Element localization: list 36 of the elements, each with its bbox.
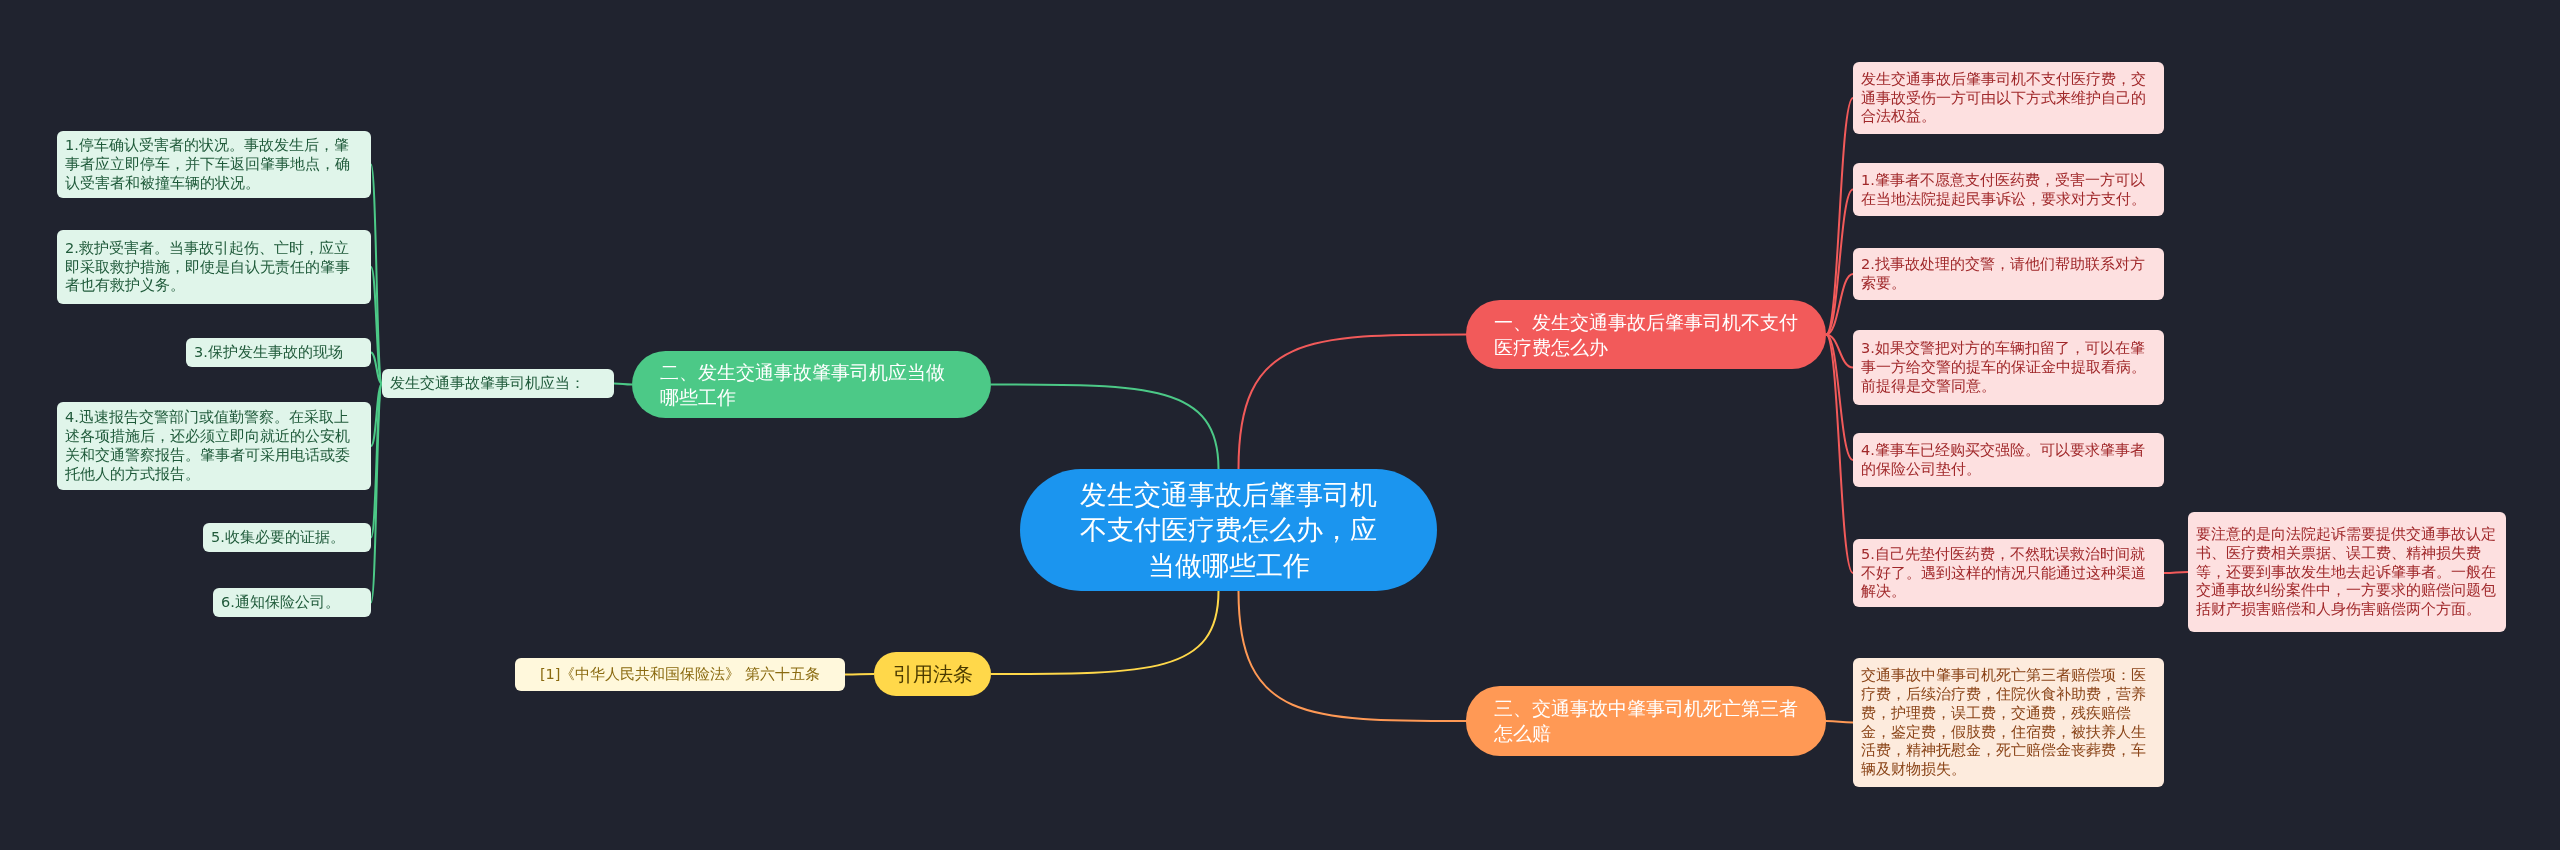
connector-line <box>1825 273 1854 336</box>
leaf-box: 要注意的是向法院起诉需要提供交通事故认定书、医疗费相关票据、误工费、精神损失费等，还要到事故发生地去起诉肇事者。一般在交通事故纠纷案件中，一方要求的赔偿问题包括财产损害赔偿和人身伤害赔偿两个方面。 <box>2188 512 2506 632</box>
leaf-box: 5.自己先垫付医药费，不然耽误救治时间就不好了。遇到这样的情况只能通过这种渠道解决。 <box>1853 539 2164 607</box>
connector-line <box>990 590 1220 675</box>
branch-topic: 三、交通事故中肇事司机死亡第三者怎么赔 <box>1466 686 1826 756</box>
connector-line <box>1825 333 1854 574</box>
leaf-box: [1]《中华人民共和国保险法》 第六十五条 <box>515 658 845 691</box>
branch-topic: 引用法条 <box>874 652 991 696</box>
leaf-box: 4.肇事车已经购买交强险。可以要求肇事者的保险公司垫付。 <box>1853 433 2164 487</box>
connector-line <box>613 382 633 386</box>
connector-line <box>370 382 383 447</box>
leaf-box: 2.找事故处理的交警，请他们帮助联系对方索要。 <box>1853 248 2164 300</box>
leaf-box: 2.救护受害者。当事故引起伤、亡时，应立即采取救护措施，即使是自认无责任的肇事者也有救护义务。 <box>57 230 371 304</box>
leaf-box: 1.肇事者不愿意支付医药费，受害一方可以在当地法院提起民事诉讼，要求对方支付。 <box>1853 163 2164 216</box>
leaf-box: 发生交通事故肇事司机应当： <box>382 369 614 398</box>
leaf-box: 1.停车确认受害者的状况。事故发生后，肇事者应立即停车，并下车返回肇事地点，确认受害者和被撞车辆的状况。 <box>57 131 371 198</box>
connector-line <box>370 351 383 385</box>
leaf-box: 3.如果交警把对方的车辆扣留了，可以在肇事一方给交警的提车的保证金中提取看病。前提得是交警同意。 <box>1853 330 2164 405</box>
connector-line <box>1825 333 1854 461</box>
leaf-box: 发生交通事故后肇事司机不支付医疗费，交通事故受伤一方可由以下方式来维护自己的合法权益。 <box>1853 62 2164 134</box>
connector-line <box>1825 188 1854 336</box>
connector-line <box>1825 333 1854 369</box>
leaf-box: 5.收集必要的证据。 <box>203 523 371 552</box>
leaf-box: 3.保护发生事故的现场 <box>186 338 371 367</box>
leaf-box: 4.迅速报告交警部门或值勤警察。在采取上述各项措施后，还必须立即向就近的公安机关和交通警察报告。肇事者可采用电话或委托他人的方式报告。 <box>57 402 371 490</box>
connector-line <box>844 673 875 676</box>
connector-line <box>990 383 1220 470</box>
branch-topic: 一、发生交通事故后肇事司机不支付医疗费怎么办 <box>1466 300 1826 369</box>
connector-line <box>1825 720 1854 724</box>
branch-topic: 二、发生交通事故肇事司机应当做哪些工作 <box>632 351 991 418</box>
leaf-box: 6.通知保险公司。 <box>213 588 371 617</box>
connector-line <box>2163 571 2189 574</box>
central-topic: 发生交通事故后肇事司机不支付医疗费怎么办，应当做哪些工作 <box>1020 469 1437 591</box>
leaf-box: 交通事故中肇事司机死亡第三者赔偿项：医疗费，后续治疗费，住院伙食补助费，营养费，护理费，误工费，交通费，残疾赔偿金，鉴定费，假肢费，住宿费，被扶养人生活费，精神抚慰金，死亡赔偿金丧葬费，车辆及财物损失。 <box>1853 658 2164 787</box>
connector-line <box>1237 333 1467 470</box>
connector-line <box>1237 590 1467 722</box>
